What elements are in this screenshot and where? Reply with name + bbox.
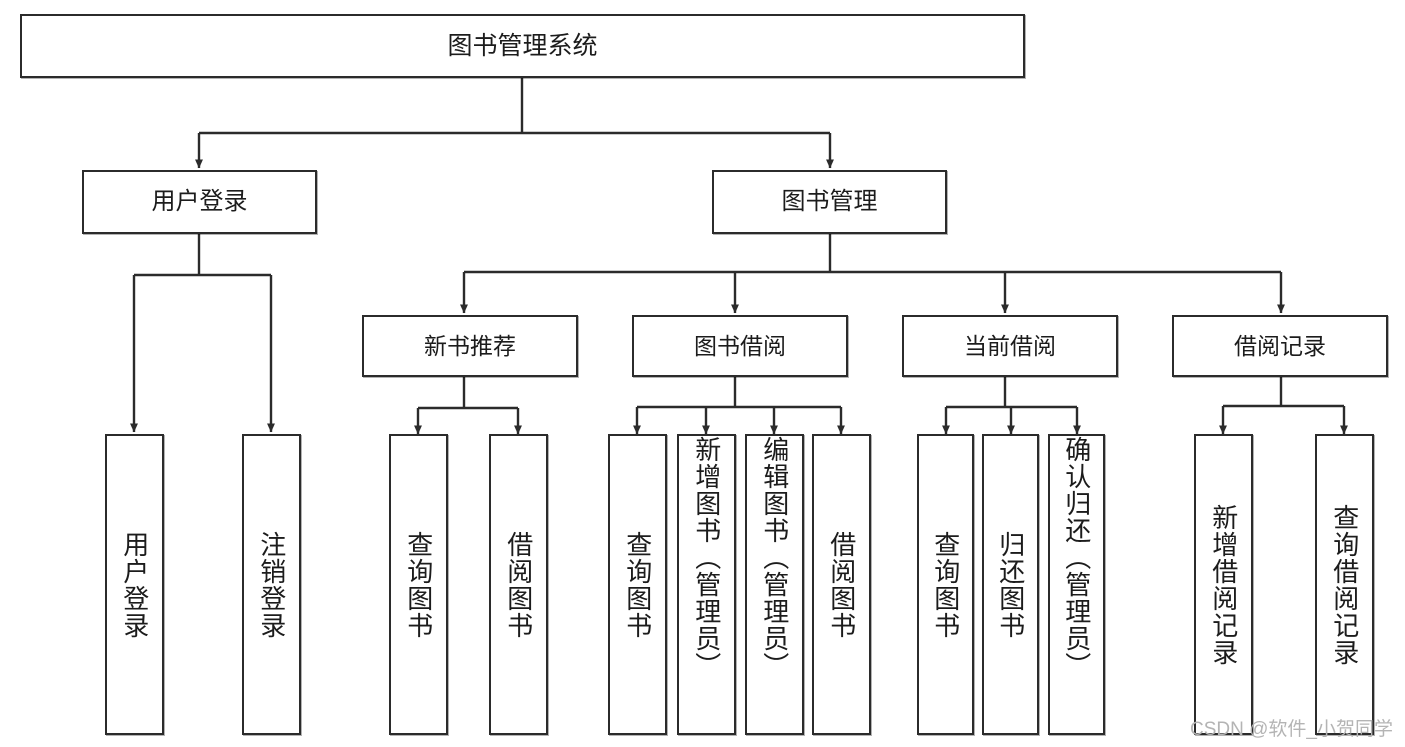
node-user-login-label: 用户登录 bbox=[151, 188, 248, 216]
leaf-book-borrow-borrow[interactable]: 借阅图书 bbox=[812, 434, 871, 735]
leaf-user-login-logout[interactable]: 注销登录 bbox=[242, 434, 301, 735]
node-borrow-record-label: 借阅记录 bbox=[1234, 332, 1326, 359]
node-book-borrow-label: 图书借阅 bbox=[694, 332, 786, 359]
node-book-management-label: 图书管理 bbox=[781, 188, 878, 216]
leaf-user-login-login-label: 用户登录 bbox=[119, 530, 150, 639]
node-new-book-recommend-label: 新书推荐 bbox=[424, 332, 516, 359]
leaf-current-borrow-return[interactable]: 归还图书 bbox=[982, 434, 1039, 735]
leaf-book-borrow-query[interactable]: 查询图书 bbox=[608, 434, 667, 735]
leaf-book-borrow-query-label: 查询图书 bbox=[622, 530, 653, 639]
node-root-system[interactable]: 图书管理系统 bbox=[20, 14, 1025, 78]
leaf-current-borrow-query-label: 查询图书 bbox=[930, 530, 961, 639]
leaf-user-login-logout-label: 注销登录 bbox=[256, 530, 287, 639]
leaf-book-borrow-add-label: 新增图书（管理员） bbox=[691, 436, 722, 679]
leaf-borrow-record-add[interactable]: 新增借阅记录 bbox=[1194, 434, 1253, 735]
leaf-current-borrow-return-label: 归还图书 bbox=[995, 530, 1026, 639]
leaf-current-borrow-query[interactable]: 查询图书 bbox=[917, 434, 974, 735]
leaf-book-borrow-edit[interactable]: 编辑图书（管理员） bbox=[745, 434, 804, 735]
leaf-current-borrow-confirm-label: 确认归还（管理员） bbox=[1061, 436, 1092, 679]
csdn-watermark: CSDN @软件_小贺同学 bbox=[1190, 719, 1393, 740]
leaf-book-borrow-borrow-label: 借阅图书 bbox=[826, 530, 857, 639]
leaf-user-login-login[interactable]: 用户登录 bbox=[105, 434, 164, 735]
leaf-current-borrow-confirm[interactable]: 确认归还（管理员） bbox=[1048, 434, 1105, 735]
leaf-book-borrow-add[interactable]: 新增图书（管理员） bbox=[677, 434, 736, 735]
leaf-new-book-query[interactable]: 查询图书 bbox=[389, 434, 448, 735]
node-borrow-record[interactable]: 借阅记录 bbox=[1172, 315, 1388, 377]
node-new-book-recommend[interactable]: 新书推荐 bbox=[362, 315, 578, 377]
node-root-label: 图书管理系统 bbox=[447, 31, 598, 60]
node-book-management[interactable]: 图书管理 bbox=[712, 170, 947, 234]
node-current-borrow[interactable]: 当前借阅 bbox=[902, 315, 1118, 377]
leaf-new-book-borrow-label: 借阅图书 bbox=[503, 530, 534, 639]
node-current-borrow-label: 当前借阅 bbox=[964, 332, 1056, 359]
node-user-login[interactable]: 用户登录 bbox=[82, 170, 317, 234]
leaf-borrow-record-add-label: 新增借阅记录 bbox=[1208, 503, 1239, 666]
node-book-borrow[interactable]: 图书借阅 bbox=[632, 315, 848, 377]
leaf-new-book-query-label: 查询图书 bbox=[403, 530, 434, 639]
leaf-borrow-record-query[interactable]: 查询借阅记录 bbox=[1315, 434, 1374, 735]
leaf-new-book-borrow[interactable]: 借阅图书 bbox=[489, 434, 548, 735]
leaf-book-borrow-edit-label: 编辑图书（管理员） bbox=[759, 436, 790, 679]
leaf-borrow-record-query-label: 查询借阅记录 bbox=[1329, 503, 1360, 666]
